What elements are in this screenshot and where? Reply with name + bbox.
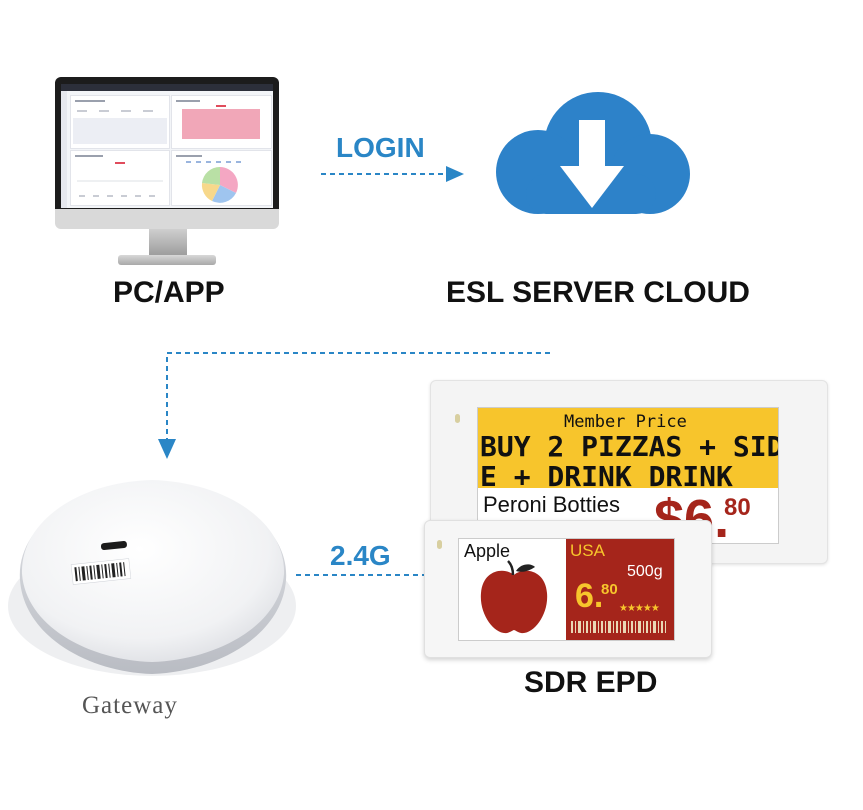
esl-tag-small-led bbox=[437, 540, 442, 549]
esl-large-header: Member Price bbox=[564, 412, 687, 432]
monitor-stand bbox=[149, 229, 187, 257]
cloud-label: ESL SERVER CLOUD bbox=[446, 276, 750, 309]
esl-small-barcode bbox=[571, 621, 666, 633]
esl-tag-small-screen: Apple USA 500g 6. 80 ★★★★★ bbox=[458, 538, 675, 641]
apple-icon bbox=[480, 560, 548, 634]
esl-small-price-main: 6. bbox=[575, 577, 604, 615]
login-label: LOGIN bbox=[336, 132, 425, 163]
esl-large-product: Peroni Botties bbox=[483, 492, 620, 517]
dashboard-screen bbox=[61, 84, 273, 208]
esl-large-price-cents: 80 bbox=[724, 494, 751, 521]
esl-small-stars: ★★★★★ bbox=[619, 603, 660, 614]
login-arrow bbox=[321, 166, 464, 182]
dashboard-topbar bbox=[61, 84, 273, 91]
esl-small-weight: 500g bbox=[627, 563, 663, 580]
cloud-download-icon bbox=[496, 92, 690, 214]
pc-app-label: PC/APP bbox=[113, 276, 225, 309]
dashboard-panel-pie bbox=[171, 150, 272, 206]
epd-label: SDR EPD bbox=[524, 666, 658, 699]
esl-large-line2: E + DRINK DRINK bbox=[480, 460, 733, 493]
monitor-base bbox=[118, 255, 216, 265]
esl-small-origin: USA bbox=[570, 541, 605, 560]
esl-tag-large-led bbox=[455, 414, 460, 423]
dashboard-bar-graphic bbox=[176, 100, 260, 139]
esl-large-line1: BUY 2 PIZZAS + SID bbox=[480, 430, 779, 463]
radio-link-line bbox=[296, 574, 424, 576]
dashboard-pie-graphic bbox=[176, 155, 241, 203]
monitor-chin bbox=[55, 209, 279, 229]
esl-small-product: Apple bbox=[464, 541, 511, 561]
cloud-to-gateway-arrow bbox=[158, 352, 550, 459]
dashboard-sidebar bbox=[61, 91, 67, 208]
gateway-label: Gateway bbox=[82, 692, 178, 719]
gateway-device bbox=[8, 480, 296, 676]
dashboard-line-graphic bbox=[75, 155, 163, 197]
dashboard-table-graphic bbox=[73, 100, 167, 144]
esl-large-yellow-area bbox=[478, 408, 778, 488]
dashboard-panel-table bbox=[70, 95, 170, 149]
dashboard-panel-line bbox=[70, 150, 170, 206]
esl-small-price-cents: 80 bbox=[601, 581, 618, 598]
dashboard-panel-bar bbox=[171, 95, 272, 149]
radio-label: 2.4G bbox=[330, 540, 391, 571]
